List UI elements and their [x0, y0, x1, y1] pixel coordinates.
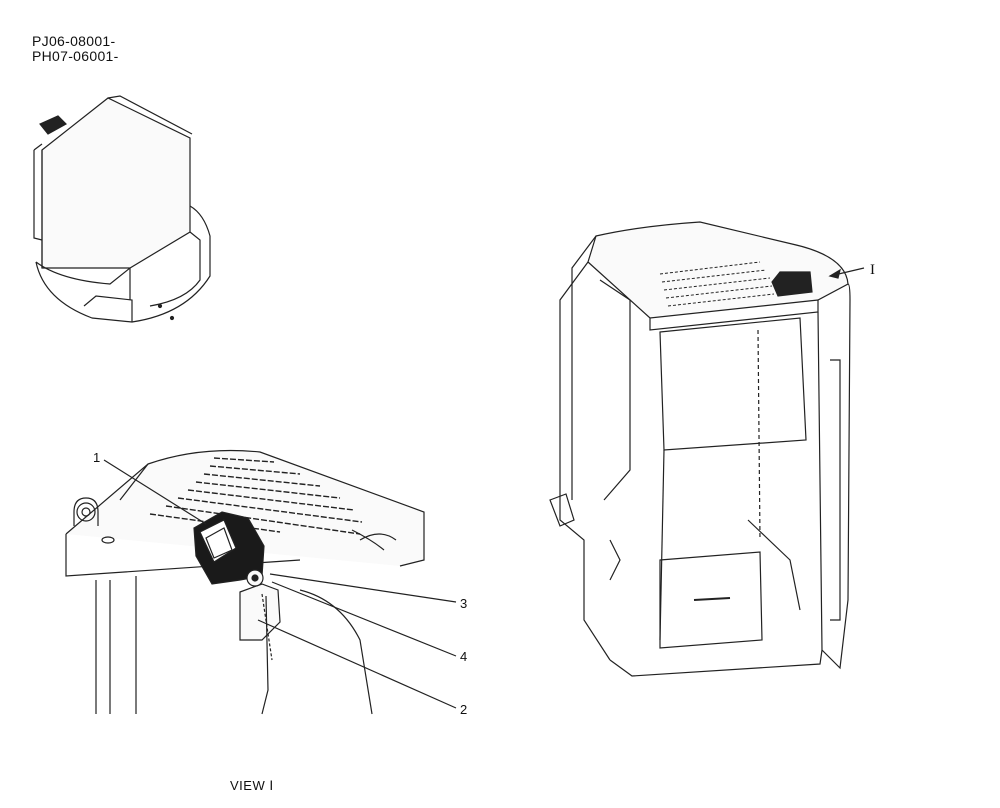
serial-range-1: PJ06-08001-: [32, 33, 116, 49]
callout-2: 2: [460, 702, 468, 717]
callout-3: 3: [460, 596, 468, 611]
view-marker: I: [870, 262, 875, 278]
view-caption: VIEW Ⅰ: [230, 778, 274, 793]
serial-range-2: PH07-06001-: [32, 48, 119, 64]
callout-1: 1: [93, 450, 101, 465]
callout-4: 4: [460, 649, 468, 664]
